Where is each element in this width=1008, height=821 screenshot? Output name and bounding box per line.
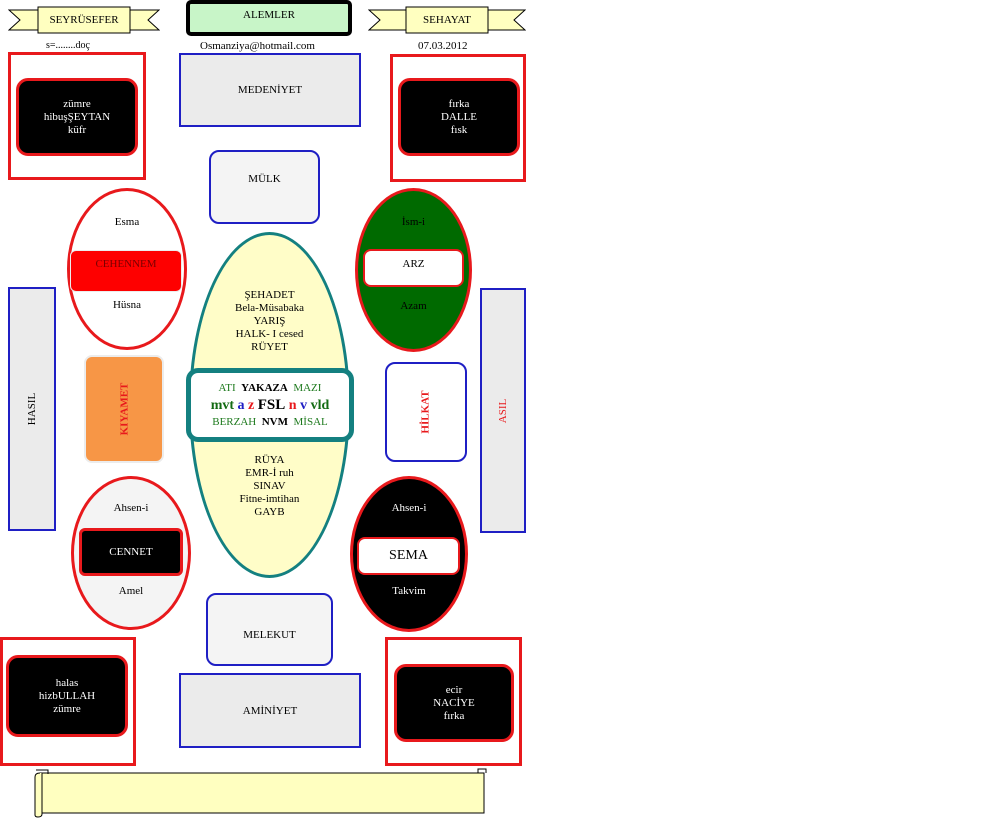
center-upper-text: ŞEHADET Bela-Müsabaka YARIŞ HALK- I cese…	[189, 286, 350, 356]
bottom-right-line-3: fırka	[443, 709, 465, 722]
melekut-box: MELEKUT	[206, 593, 333, 666]
inner-mazi: MAZI	[293, 381, 322, 394]
inner-n: n	[288, 397, 297, 413]
arz-label: ARZ	[402, 258, 425, 270]
center-upper-line-3: YARIŞ	[253, 314, 286, 327]
asil-box: ASIL	[480, 288, 526, 533]
hilkat-label: HİLKAT	[419, 390, 432, 434]
sema-label: SEMA	[389, 548, 428, 563]
mulk-label: MÜLK	[248, 173, 281, 185]
bottom-scroll-banner	[34, 768, 488, 818]
top-right-frame	[390, 54, 526, 182]
hilkat-box: HİLKAT	[385, 362, 467, 462]
medeniyet-label: MEDENİYET	[237, 84, 303, 96]
bottom-left-line-3: zümre	[53, 702, 81, 715]
bottom-right-line-2: NACİYE	[433, 696, 475, 709]
top-right-line-2: DALLE	[440, 110, 478, 123]
seyrusefer-label: SEYRÜSEFER	[49, 14, 119, 26]
inner-nvm: NVM	[261, 415, 289, 428]
cehennem-label: CEHENNEM	[95, 258, 157, 270]
sehayat-ribbon: SEHAYAT	[368, 6, 526, 34]
bottom-right-box: ecir NACİYE fırka	[394, 664, 514, 742]
inner-ati: ATI	[218, 381, 236, 394]
cennet-label: CENNET	[109, 546, 153, 558]
cehennem-bottom-text: Hüsna	[112, 299, 142, 311]
inner-a: a	[237, 397, 245, 413]
aminiyet-box: AMİNİYET	[179, 673, 361, 748]
ribbon-shape-icon	[368, 6, 526, 34]
sema-bottom-text: Takvim	[392, 585, 426, 597]
inner-mvt: mvt	[210, 397, 235, 413]
top-left-line-3: küfr	[67, 123, 87, 136]
inner-fsl: FSL	[257, 396, 286, 413]
bottom-left-frame	[0, 637, 136, 766]
arz-bottom-text: Azam	[400, 300, 427, 312]
center-inner-box: ATI YAKAZA MAZI mvt a z FSL n v vld BERZ…	[186, 368, 354, 442]
top-left-box: zümre hibuşŞEYTAN küfr	[16, 78, 138, 156]
center-lower-line-2: EMR-İ ruh	[245, 466, 294, 479]
inner-z: z	[248, 397, 255, 413]
alemler-title: ALEMLER	[243, 9, 295, 21]
sema-top-text: Ahsen-i	[391, 502, 427, 514]
top-left-frame	[8, 52, 146, 180]
top-right-line-3: fısk	[450, 123, 468, 136]
inner-misal: MİSAL	[293, 415, 328, 428]
top-right-line-1: fırka	[448, 97, 470, 110]
bottom-right-line-1: ecir	[445, 683, 463, 696]
inner-vld: vld	[310, 397, 330, 413]
aminiyet-label: AMİNİYET	[242, 704, 298, 717]
cennet-bottom-text: Amel	[118, 585, 144, 597]
inner-yakaza: YAKAZA	[241, 381, 288, 394]
arz-band: ARZ	[363, 249, 464, 287]
inner-row-3: BERZAH NVM MİSAL	[212, 415, 328, 430]
mulk-box: MÜLK	[209, 150, 320, 224]
center-upper-line-5: RÜYET	[251, 340, 288, 353]
center-lower-line-3: SINAV	[253, 479, 286, 492]
alemler-title-box: ALEMLER	[186, 0, 352, 36]
bottom-left-box: halas hizbULLAH zümre	[6, 655, 128, 737]
bottom-left-line-2: hizbULLAH	[38, 689, 96, 702]
arz-top-text: İsm-i	[401, 216, 426, 228]
cennet-band: CENNET	[79, 528, 183, 576]
seyrusefer-ribbon: SEYRÜSEFER	[8, 6, 160, 34]
hasil-label: HASIL	[25, 392, 38, 426]
center-lower-line-1: RÜYA	[254, 453, 285, 466]
ribbon-shape-icon	[8, 6, 160, 34]
center-upper-line-1: ŞEHADET	[244, 288, 295, 301]
center-lower-text: RÜYA EMR-İ ruh SINAV Fitne-imtihan GAYB	[189, 451, 350, 521]
inner-row-1: ATI YAKAZA MAZI	[219, 381, 322, 396]
kiyamet-box: KIYAMET	[84, 355, 164, 463]
inner-berzah: BERZAH	[212, 415, 257, 428]
scroll-shape-icon	[34, 768, 487, 818]
center-upper-line-4: HALK- I cesed	[235, 327, 304, 340]
kiyamet-label: KIYAMET	[118, 382, 130, 436]
inner-v: v	[300, 397, 308, 413]
medeniyet-box: MEDENİYET	[179, 53, 361, 127]
cehennem-band: CEHENNEM	[70, 250, 182, 292]
asil-label: ASIL	[496, 398, 509, 423]
email-text: Osmanziya@hotmail.com	[200, 40, 315, 52]
bottom-left-line-1: halas	[55, 676, 79, 689]
inner-row-2: mvt a z FSL n v vld	[211, 396, 330, 415]
center-upper-line-2: Bela-Müsabaka	[234, 301, 305, 314]
bottom-right-frame	[385, 637, 522, 766]
center-lower-line-5: GAYB	[254, 505, 285, 518]
cehennem-top-text: Esma	[114, 216, 140, 228]
hasil-box: HASIL	[8, 287, 56, 531]
cennet-top-text: Ahsen-i	[113, 502, 149, 514]
sehayat-label: SEHAYAT	[423, 14, 471, 26]
top-left-line-2: hibuşŞEYTAN	[43, 110, 111, 123]
date-text: 07.03.2012	[418, 40, 468, 52]
sema-band: SEMA	[357, 537, 460, 575]
melekut-label: MELEKUT	[243, 628, 296, 641]
top-right-box: fırka DALLE fısk	[398, 78, 520, 156]
note-text: s=........doç	[46, 40, 90, 51]
center-lower-line-4: Fitne-imtihan	[239, 492, 300, 505]
top-left-line-1: zümre	[63, 97, 91, 110]
